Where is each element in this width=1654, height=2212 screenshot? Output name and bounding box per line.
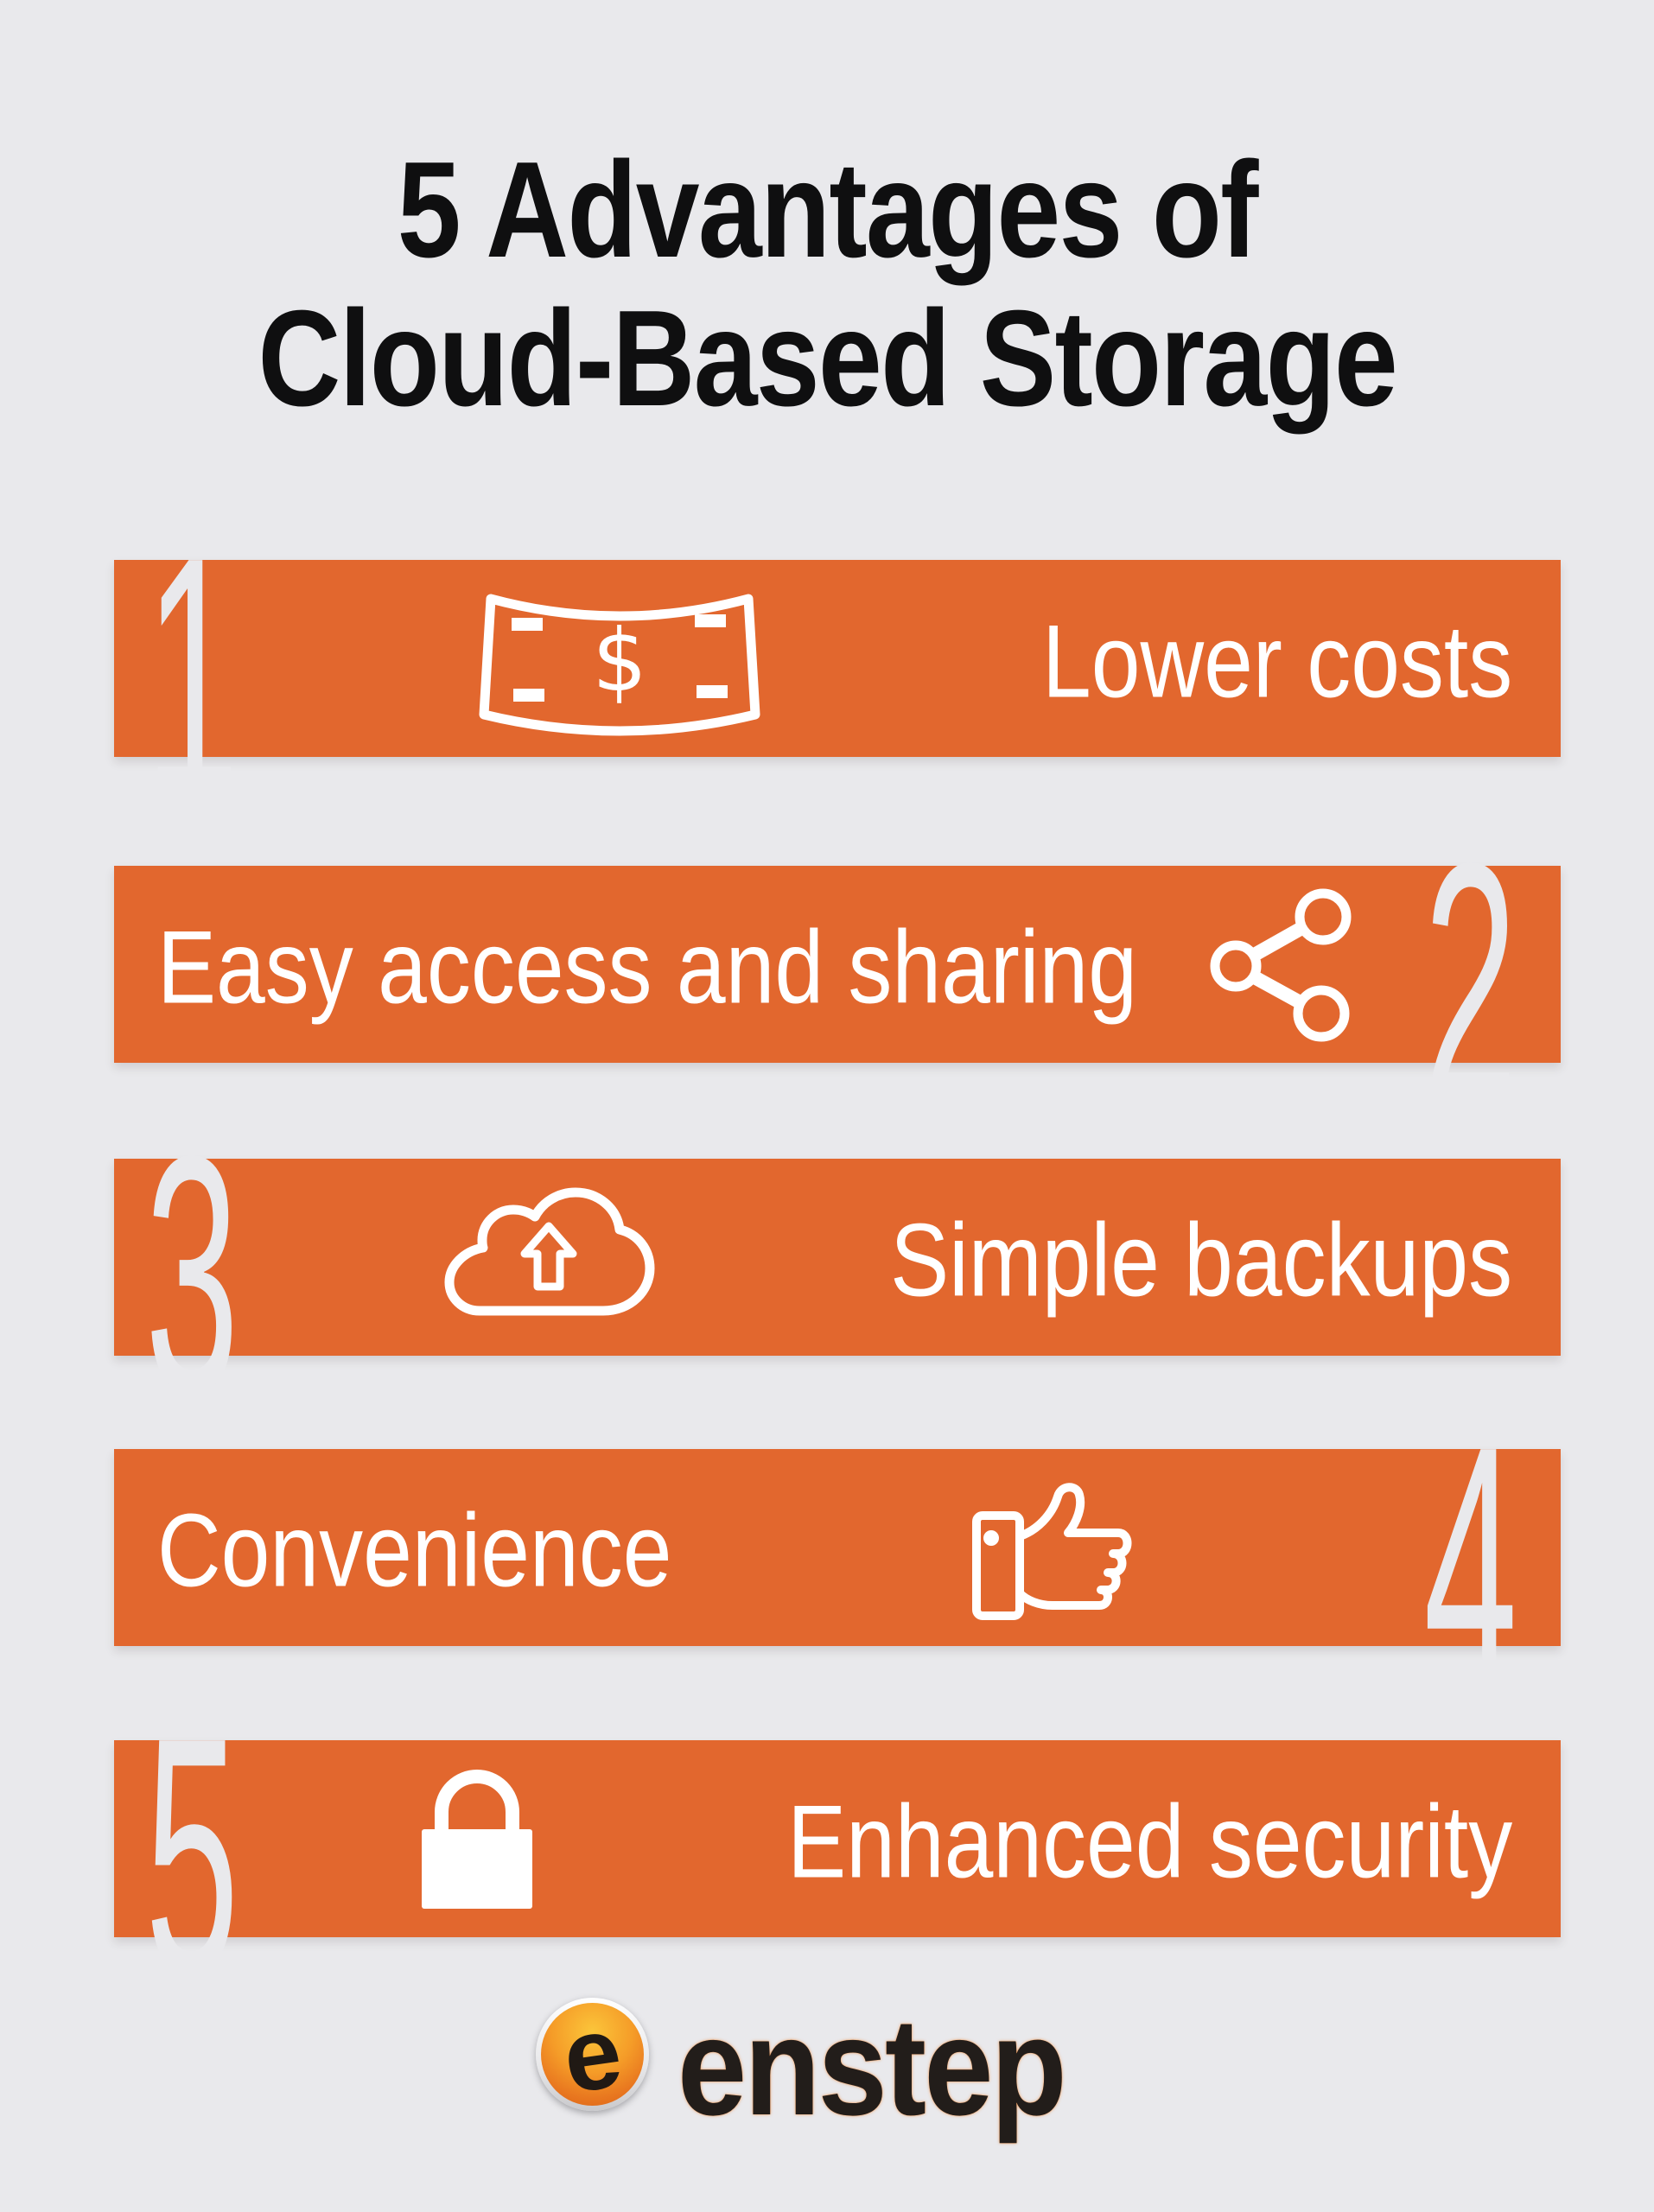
cloud-upload-icon bbox=[434, 1185, 664, 1330]
title-line-1: 5 Advantages of bbox=[397, 134, 1258, 286]
advantage-number-2: 2 bbox=[1423, 792, 1517, 1170]
advantage-bar-2: Easy access and sharing 2 bbox=[114, 813, 1561, 1150]
advantage-label-3: Simple backups bbox=[889, 1202, 1512, 1319]
enstep-badge-ring bbox=[541, 2003, 644, 2106]
advantage-label-1: Lower costs bbox=[1041, 603, 1512, 720]
page-title: 5 Advantages of Cloud-Based Storage bbox=[0, 136, 1654, 433]
advantage-number-5: 5 bbox=[145, 1667, 239, 2044]
advantage-label-5: Enhanced security bbox=[786, 1783, 1512, 1900]
thumbs-up-icon bbox=[970, 1474, 1164, 1621]
lock-icon bbox=[422, 1769, 532, 1909]
advantage-label-2: Easy access and sharing bbox=[157, 909, 1137, 1026]
advantage-bar-4: Convenience 4 bbox=[114, 1396, 1561, 1733]
advantage-bar-1: 1 $ Lower costs bbox=[114, 507, 1561, 844]
advantage-bar-3: 3 Simple backups bbox=[114, 1106, 1561, 1443]
svg-text:$: $ bbox=[592, 610, 647, 711]
money-icon: $ bbox=[477, 578, 762, 739]
advantage-number-4: 4 bbox=[1423, 1376, 1517, 1753]
advantage-number-3: 3 bbox=[145, 1085, 239, 1463]
enstep-badge-icon: e bbox=[536, 1994, 649, 2114]
advantage-label-4: Convenience bbox=[157, 1492, 672, 1609]
enstep-wordmark: enstep bbox=[678, 1989, 1067, 2144]
title-line-2: Cloud-Based Storage bbox=[258, 283, 1397, 435]
advantage-number-1: 1 bbox=[145, 486, 239, 864]
enstep-badge-letter: e bbox=[556, 1993, 629, 2115]
share-icon bbox=[1210, 878, 1352, 1051]
advantage-bar-5: 5 Enhanced security bbox=[114, 1688, 1561, 2024]
